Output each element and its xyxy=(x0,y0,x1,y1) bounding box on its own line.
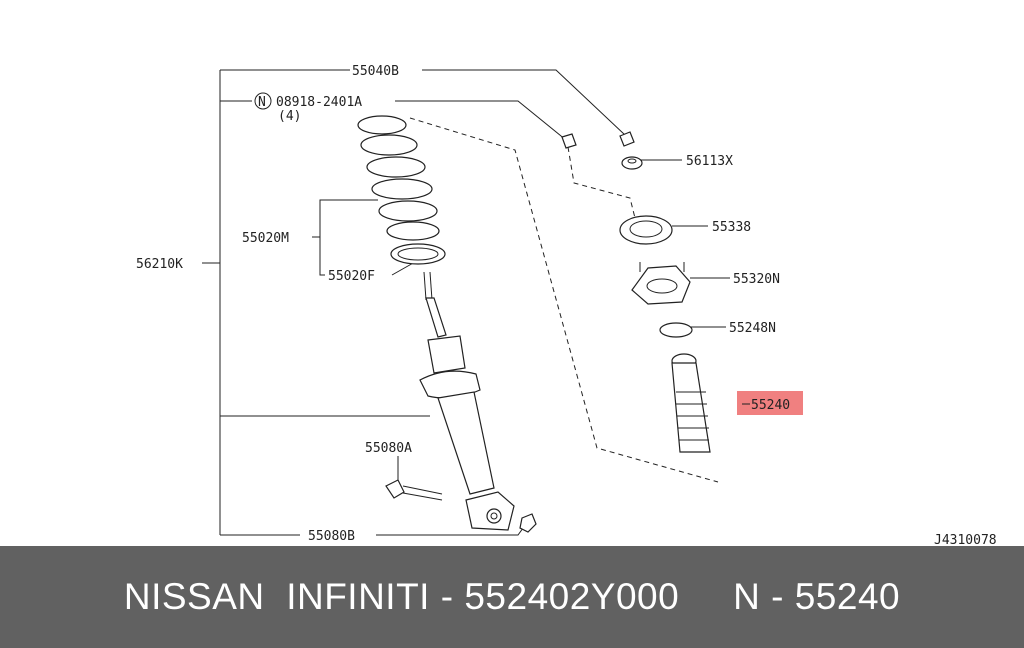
bracket-56210k xyxy=(202,69,430,536)
n-symbol-circle xyxy=(254,92,272,110)
footer-banner: NISSAN INFINITI - 552402Y000 N - 55240 xyxy=(0,546,1024,648)
label-55248n: 55248N xyxy=(729,321,776,336)
mount-55320n xyxy=(631,262,691,305)
bumper-55248n xyxy=(659,322,693,338)
label-55320n: 55320N xyxy=(733,272,780,287)
spring-seat-55020f xyxy=(390,243,446,265)
label-55080b: 55080B xyxy=(308,529,355,544)
assembly-dashed-lines xyxy=(409,117,719,483)
insulator-55338 xyxy=(619,215,673,245)
label-55020f: 55020F xyxy=(328,269,375,284)
label-quantity: (4) xyxy=(278,109,301,124)
label-55020m: 55020M xyxy=(242,231,289,246)
washer-56113x xyxy=(621,156,643,170)
leader-lines xyxy=(312,69,730,536)
boot-55240 xyxy=(671,353,711,453)
label-56210k: 56210K xyxy=(136,257,183,272)
label-08918: 08918-2401A xyxy=(276,95,362,110)
coil-spring xyxy=(357,115,440,241)
nut-55040b xyxy=(619,131,635,147)
parts-diagram: 55040B N 08918-2401A (4) 56113X 55338 55… xyxy=(136,64,997,546)
nut-08918 xyxy=(561,133,577,149)
n-symbol: N xyxy=(258,95,266,110)
label-55080a: 55080A xyxy=(365,441,412,456)
label-55240: 55240 xyxy=(751,398,790,413)
footer-text: NISSAN INFINITI - 552402Y000 N - 55240 xyxy=(123,576,901,617)
diagram-code: J4310078 xyxy=(934,533,997,546)
highlight-box xyxy=(737,391,803,415)
label-56113x: 56113X xyxy=(686,154,733,169)
label-55338: 55338 xyxy=(712,220,751,235)
shock-absorber xyxy=(385,271,537,533)
label-55040b: 55040B xyxy=(352,64,399,79)
